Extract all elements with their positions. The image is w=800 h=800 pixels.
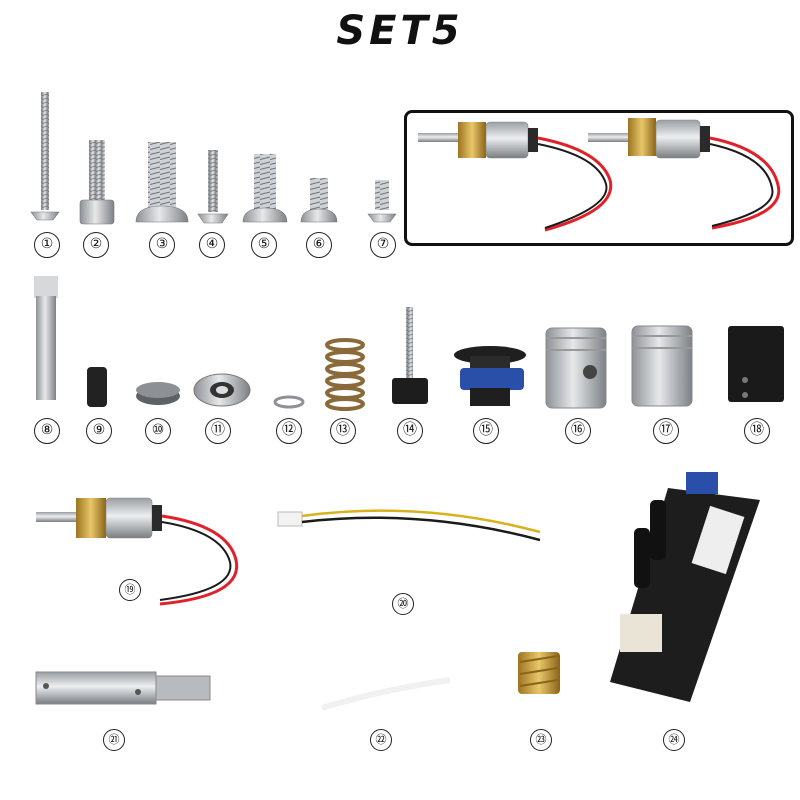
label-2: ② xyxy=(83,232,109,258)
screw-4 xyxy=(197,150,229,224)
label-20: ⑳ xyxy=(392,593,414,615)
screw-1 xyxy=(30,92,60,221)
steel-bar-21 xyxy=(35,671,211,705)
label-24: ㉔ xyxy=(663,729,685,751)
label-12: ⑫ xyxy=(276,418,302,444)
label-9: ⑨ xyxy=(86,418,112,444)
label-4: ④ xyxy=(199,232,225,258)
drive-gear-17 xyxy=(631,325,693,407)
bearing-11 xyxy=(193,373,251,407)
blue-coupler-15 xyxy=(454,346,526,406)
label-23: ㉓ xyxy=(530,729,552,751)
label-14: ⑭ xyxy=(397,418,423,444)
ptfe-tube-22 xyxy=(321,677,451,711)
spring-13 xyxy=(325,338,365,411)
steel-tube-8 xyxy=(34,276,58,400)
screw-5 xyxy=(242,154,288,223)
label-5: ⑤ xyxy=(251,232,277,258)
label-6: ⑥ xyxy=(306,232,332,258)
magnet-10 xyxy=(136,382,180,405)
geared-motor-b xyxy=(588,118,781,230)
label-15: ⑮ xyxy=(473,418,499,444)
label-7: ⑦ xyxy=(370,232,396,258)
label-13: ⑬ xyxy=(330,418,356,444)
label-18: ⑱ xyxy=(744,418,770,444)
brass-insert-23 xyxy=(518,652,560,694)
page-title: SET5 xyxy=(336,8,464,54)
label-11: ⑪ xyxy=(205,418,231,444)
screw-3 xyxy=(135,142,189,223)
screw-6 xyxy=(300,178,338,223)
label-1: ① xyxy=(34,232,60,258)
screw-2 xyxy=(79,140,115,225)
washer-12 xyxy=(273,395,305,409)
label-3: ③ xyxy=(149,232,175,258)
microswitch-18 xyxy=(728,326,784,402)
label-10: ⑩ xyxy=(145,418,171,444)
black-bushing-9 xyxy=(87,367,107,407)
cable-20 xyxy=(277,509,541,542)
label-8: ⑧ xyxy=(34,418,60,444)
label-22: ㉒ xyxy=(370,729,392,751)
drive-gear-16 xyxy=(545,327,607,409)
motor-pair-frame xyxy=(404,110,794,246)
geared-motor-19 xyxy=(36,497,239,606)
label-21: ㉑ xyxy=(103,729,125,751)
label-16: ⑯ xyxy=(565,418,591,444)
label-19: ⑲ xyxy=(119,579,141,601)
pcb-board-24 xyxy=(610,472,760,702)
geared-motor-a xyxy=(418,121,613,232)
screw-7 xyxy=(367,180,397,223)
label-17: ⑰ xyxy=(653,418,679,444)
thumb-screw-14 xyxy=(392,307,428,404)
